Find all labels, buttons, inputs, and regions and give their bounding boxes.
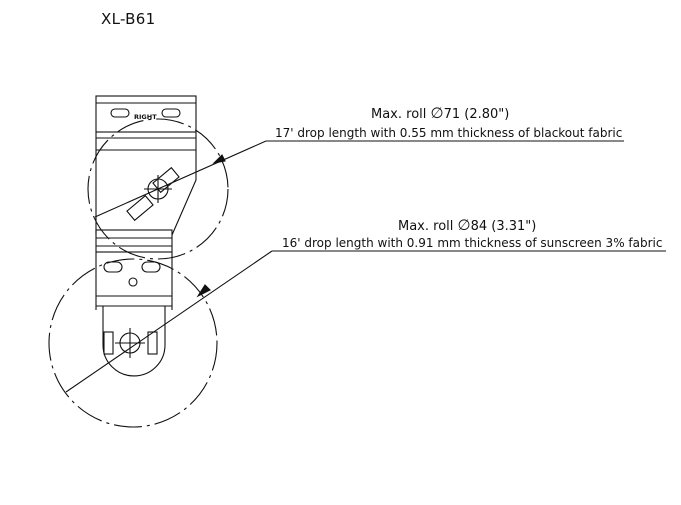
- roll-circle-71: [87, 118, 229, 260]
- roll-description-upper: 17' drop length with 0.55 mm thickness o…: [275, 126, 623, 140]
- leader-lower: [65, 250, 666, 393]
- max-roll-label-lower: Max. roll ∅84 (3.31"): [398, 216, 537, 234]
- max-roll-label-upper: Max. roll ∅71 (2.80"): [371, 104, 510, 122]
- leader-upper: [94, 140, 624, 218]
- model-number: XL-B61: [101, 10, 156, 28]
- bracket-body: [95, 132, 197, 253]
- diameter-symbol-icon: ∅: [457, 216, 471, 234]
- lower-hub: [103, 328, 158, 358]
- bracket-mark: RIGHT: [134, 113, 157, 121]
- upper-hub: [126, 166, 180, 222]
- roll-circle-84: [48, 258, 218, 428]
- roll-description-lower: 16' drop length with 0.91 mm thickness o…: [282, 236, 663, 250]
- diameter-symbol-icon: ∅: [430, 104, 444, 122]
- top-plate: RIGHT: [95, 95, 197, 133]
- lower-bracket: [95, 252, 173, 377]
